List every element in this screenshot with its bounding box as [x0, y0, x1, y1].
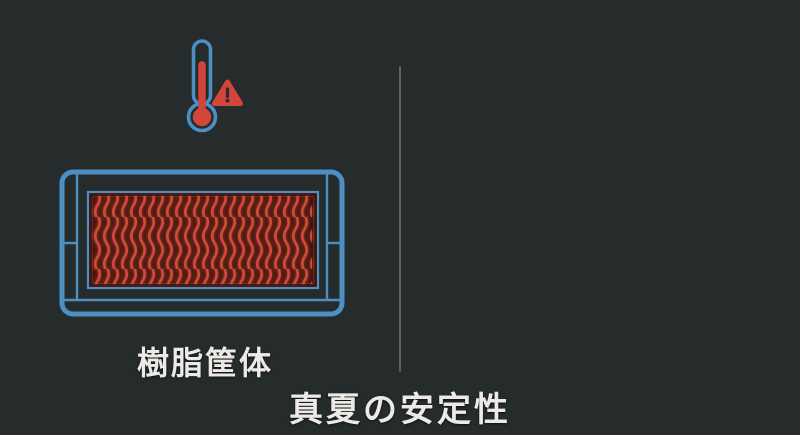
thermometer-hot-icon	[186, 39, 243, 133]
label-resin-enclosure: 樹脂筐体	[136, 345, 273, 381]
trapped-heat-waves	[86, 190, 320, 290]
warning-icon	[212, 79, 243, 106]
panel-resin-enclosure: 樹脂筐体	[59, 39, 345, 381]
resin-enclosure-graphic	[59, 169, 345, 317]
page-title: 真夏の安定性	[289, 391, 511, 429]
panel-aluminum-heatsink: アルミ放熱	[400, 0, 800, 435]
center-divider	[399, 66, 401, 372]
